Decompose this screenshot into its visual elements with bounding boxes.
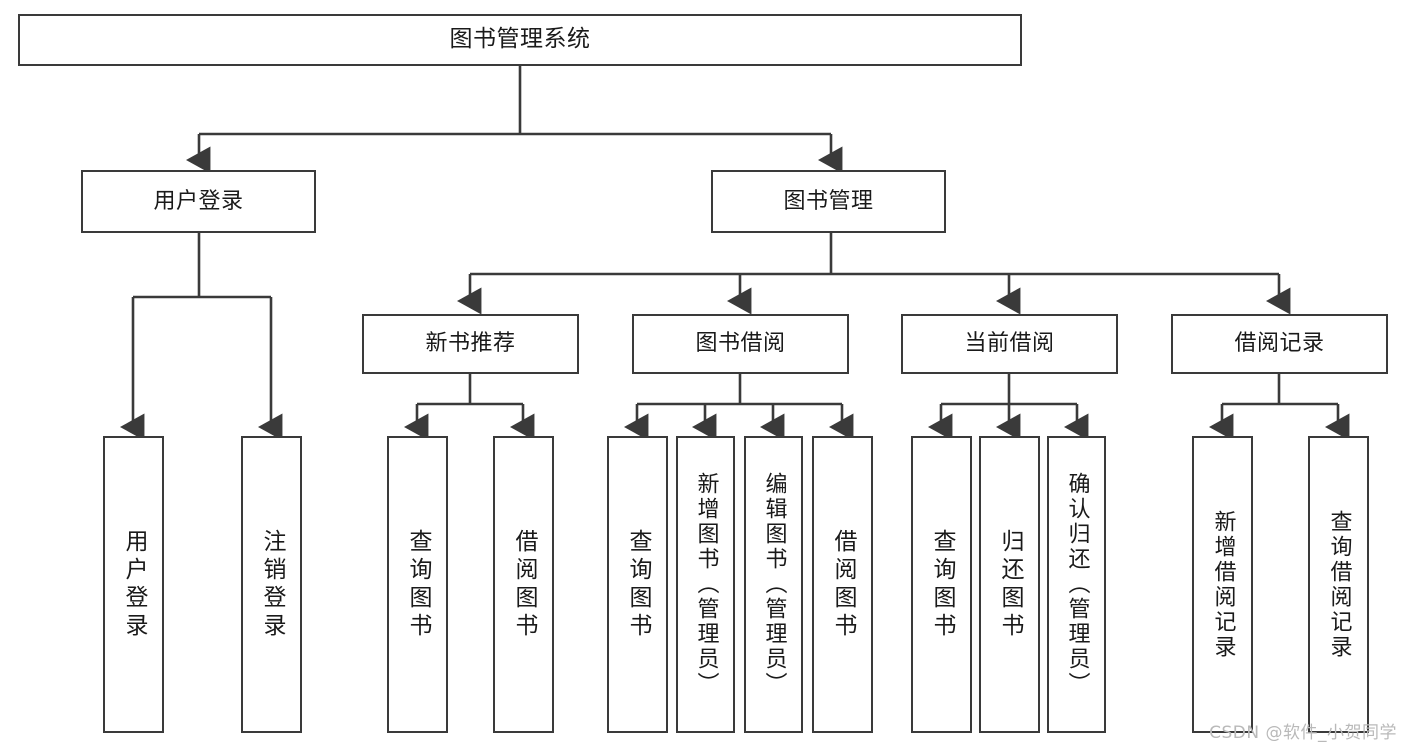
node-book-management[interactable]: 图书管理	[711, 170, 946, 233]
node-label: 新书推荐	[425, 331, 516, 357]
watermark-text: CSDN @软件_小贺同学	[1209, 723, 1397, 743]
node-label: 借阅记录	[1234, 331, 1325, 357]
node-label: 用户登录	[153, 188, 244, 214]
node-label: 注销登录	[259, 528, 285, 641]
node-label: 查询图书	[625, 528, 651, 641]
node-label: 编辑图书（管理员）	[761, 472, 787, 697]
node-current-borrow[interactable]: 当前借阅	[901, 314, 1118, 374]
leaf-confirm-return-admin[interactable]: 确认归还（管理员）	[1047, 436, 1106, 733]
node-label: 查询图书	[929, 528, 955, 641]
leaf-borrow-book[interactable]: 借阅图书	[812, 436, 873, 733]
node-user-login[interactable]: 用户登录	[81, 170, 316, 233]
node-label: 图书借阅	[695, 331, 786, 357]
leaf-query-book-borrow[interactable]: 查询图书	[607, 436, 668, 733]
node-label: 查询借阅记录	[1326, 509, 1352, 660]
node-label: 借阅图书	[511, 528, 537, 641]
node-label: 新增图书（管理员）	[693, 472, 719, 697]
leaf-user-login[interactable]: 用户登录	[103, 436, 164, 733]
node-label: 当前借阅	[964, 331, 1055, 357]
leaf-query-book-current[interactable]: 查询图书	[911, 436, 972, 733]
node-root-system[interactable]: 图书管理系统	[18, 14, 1022, 66]
node-label: 归还图书	[997, 528, 1023, 641]
node-book-borrow[interactable]: 图书借阅	[632, 314, 849, 374]
node-label: 图书管理	[783, 188, 874, 214]
leaf-borrow-book-recommend[interactable]: 借阅图书	[493, 436, 554, 733]
leaf-query-borrow-record[interactable]: 查询借阅记录	[1308, 436, 1369, 733]
leaf-edit-book-admin[interactable]: 编辑图书（管理员）	[744, 436, 803, 733]
node-label: 确认归还（管理员）	[1064, 472, 1090, 697]
leaf-return-book[interactable]: 归还图书	[979, 436, 1040, 733]
node-borrow-record[interactable]: 借阅记录	[1171, 314, 1388, 374]
leaf-logout[interactable]: 注销登录	[241, 436, 302, 733]
node-label: 借阅图书	[830, 528, 856, 641]
node-label: 新增借阅记录	[1210, 509, 1236, 660]
node-label: 图书管理系统	[449, 26, 591, 53]
node-label: 查询图书	[405, 528, 431, 641]
node-new-book-recommend[interactable]: 新书推荐	[362, 314, 579, 374]
node-label: 用户登录	[121, 528, 147, 641]
leaf-add-book-admin[interactable]: 新增图书（管理员）	[676, 436, 735, 733]
leaf-query-book-recommend[interactable]: 查询图书	[387, 436, 448, 733]
leaf-add-borrow-record[interactable]: 新增借阅记录	[1192, 436, 1253, 733]
